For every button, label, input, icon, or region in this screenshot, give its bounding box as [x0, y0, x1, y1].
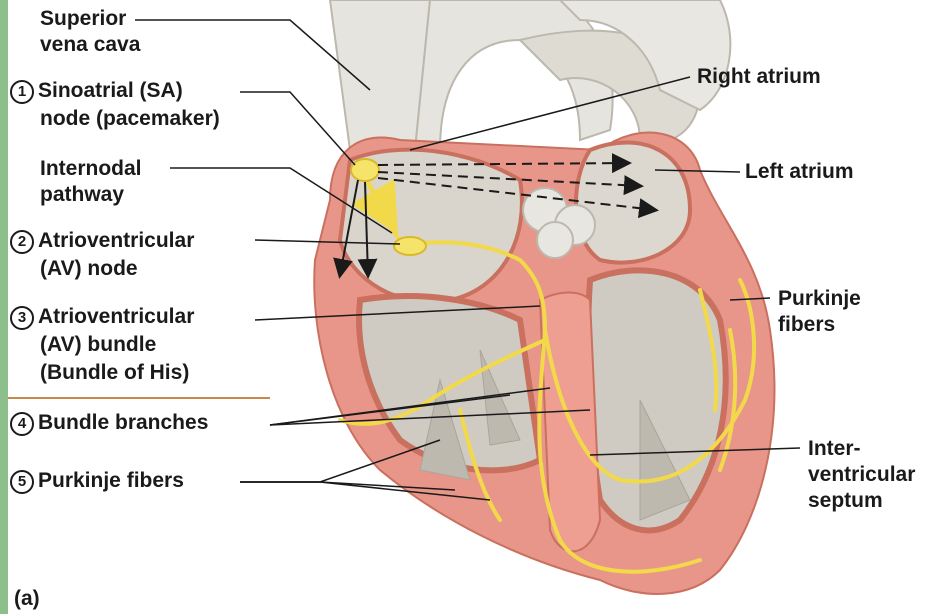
label-right-atrium: Right atrium: [697, 64, 821, 90]
internodal-line-2: pathway: [40, 182, 142, 208]
internodal-line-1: Internodal: [40, 156, 142, 182]
sa-line-1: Sinoatrial (SA): [38, 79, 183, 102]
av-node-number-badge: 2: [10, 230, 34, 254]
sa-number-badge: 1: [10, 80, 34, 104]
label-left-atrium: Left atrium: [745, 159, 854, 185]
purkinje-right-line-2: fibers: [778, 312, 861, 338]
av-bundle-line-2: (AV) bundle: [40, 332, 156, 358]
av-bundle-line-3: (Bundle of His): [40, 360, 189, 386]
av-node-line-2: (AV) node: [40, 256, 138, 282]
bundle-branches-text: Bundle branches: [38, 411, 208, 434]
av-node: [394, 237, 426, 255]
inter-line-2: ventricular: [808, 462, 915, 488]
inter-line-3: septum: [808, 488, 915, 514]
sa-line-2: node (pacemaker): [40, 106, 220, 132]
purkinje-right-line-1: Purkinje: [778, 286, 861, 312]
label-purkinje-right: Purkinje fibers: [778, 286, 861, 338]
av-bundle-number-badge: 3: [10, 306, 34, 330]
purkinje-left-text: Purkinje fibers: [38, 469, 184, 492]
label-superior-vena-cava: Superior vena cava: [40, 6, 140, 58]
sa-node: [351, 159, 379, 181]
purkinje-number-badge: 5: [10, 470, 34, 494]
svc-line-2: vena cava: [40, 32, 140, 58]
label-interventricular: Inter- ventricular septum: [808, 436, 915, 514]
panel-label: (a): [14, 586, 40, 612]
av-bundle-line-1: Atrioventricular: [38, 305, 194, 328]
divider-line: [8, 397, 270, 399]
bundle-branches-number-badge: 4: [10, 412, 34, 436]
svc-line-1: Superior: [40, 6, 140, 32]
label-internodal: Internodal pathway: [40, 156, 142, 208]
av-node-line-1: Atrioventricular: [38, 229, 194, 252]
inter-line-1: Inter-: [808, 436, 915, 462]
